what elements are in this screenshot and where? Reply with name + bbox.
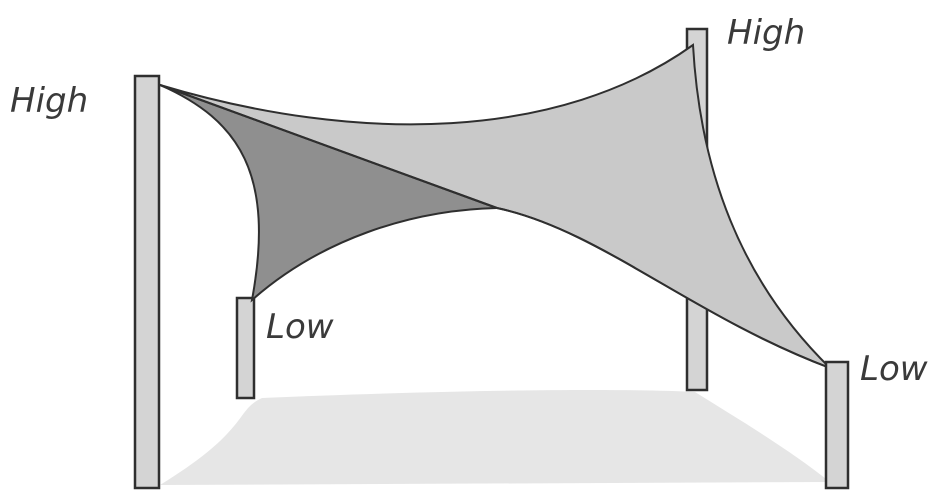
post-back-left-low [235,296,256,400]
sail-underside [159,84,498,303]
label-high-right: High [727,13,805,53]
label-high-left: High [10,81,88,121]
post-front-left [133,74,161,490]
label-low-front-right: Low [860,349,928,389]
ground-shadow [160,390,830,485]
label-low-back-left: Low [266,307,334,347]
post-front-right-low [824,360,850,490]
sail-fold-line [159,84,831,369]
